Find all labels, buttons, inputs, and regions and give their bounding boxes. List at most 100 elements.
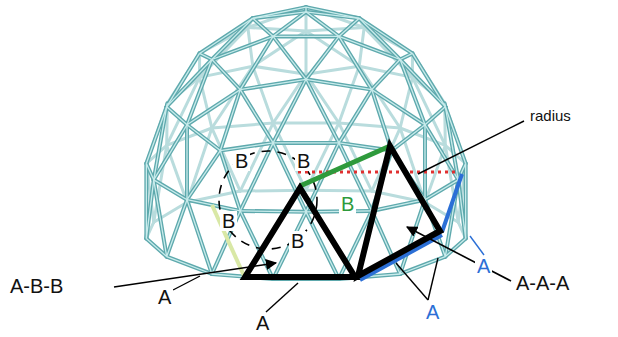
dome-strut — [240, 79, 306, 89]
dome-strut — [372, 200, 425, 211]
leader-line — [470, 236, 484, 255]
dome-strut-highlight — [444, 103, 446, 106]
dome-strut-highlight — [273, 36, 339, 37]
dome-strut-highlight — [186, 125, 187, 200]
dome-strut — [306, 7, 359, 18]
part-label: A — [156, 287, 173, 307]
dome-strut-highlight — [273, 79, 306, 143]
dome-strut-highlight — [146, 238, 166, 256]
dome-strut-highlight — [200, 18, 253, 53]
dome-strut-highlight — [372, 200, 425, 211]
dome-strut — [167, 257, 212, 274]
dome-strut — [458, 180, 465, 239]
dome-strut-highlight — [339, 18, 359, 36]
blue-strut — [360, 235, 442, 280]
part-label: A-A-A — [514, 273, 571, 293]
dome-strut-highlight — [273, 36, 306, 79]
dome-strut-highlight — [167, 200, 187, 257]
part-label: B — [339, 194, 356, 214]
dome-strut-highlight — [400, 59, 425, 124]
dome-strut — [339, 36, 372, 89]
dome-strut — [185, 125, 189, 200]
dome-overlay — [114, 121, 524, 312]
dome-strut — [306, 79, 339, 143]
dome-strut-highlight — [339, 36, 372, 89]
dome-struts — [146, 7, 465, 279]
dome-strut — [200, 18, 253, 53]
dome-strut — [212, 211, 240, 274]
dome-strut-highlight — [306, 79, 339, 143]
leader-line — [173, 276, 200, 290]
dome-strut-highlight — [253, 7, 306, 18]
dome-strut-highlight — [187, 200, 212, 274]
dome-strut-highlight — [167, 257, 212, 274]
dome-strut — [187, 200, 212, 274]
dome-strut-highlight — [306, 12, 339, 37]
dome-strut — [305, 7, 308, 31]
dome-strut-highlight — [240, 90, 273, 143]
dome-strut-highlight — [212, 18, 253, 59]
part-label: A — [254, 313, 271, 333]
part-label: A — [475, 256, 492, 276]
dome-strut — [146, 107, 166, 164]
dome-strut — [240, 209, 306, 214]
leader-arrow — [114, 263, 276, 287]
dome-strut-highlight — [392, 125, 425, 151]
dome-strut-highlight — [400, 200, 425, 274]
dome-strut — [167, 53, 200, 106]
dome-strut — [306, 27, 364, 31]
dome-strut — [200, 53, 212, 59]
dome-strut — [392, 125, 425, 151]
dome-strut-highlight — [146, 164, 153, 180]
part-label: B — [220, 211, 237, 231]
dome-strut-highlight — [465, 164, 466, 239]
dome-strut — [154, 180, 187, 200]
radius-line — [298, 171, 458, 174]
dome-strut — [400, 53, 412, 59]
dome-strut-highlight — [146, 180, 153, 239]
part-label: A — [424, 302, 441, 322]
dome-strut — [400, 257, 445, 274]
dome-strut — [359, 18, 412, 53]
dome-strut-highlight — [200, 53, 212, 59]
part-label: A-B-B — [8, 276, 65, 296]
dome-strut-highlight — [154, 180, 167, 257]
dome-strut — [240, 90, 273, 143]
leader-line — [428, 258, 438, 300]
dome-strut — [339, 90, 372, 143]
leader-arrow — [407, 227, 511, 281]
dome-strut-highlight — [372, 59, 400, 89]
dome-strut-highlight — [187, 59, 212, 124]
dome-strut-highlight — [400, 59, 445, 106]
dome-strut-highlight — [240, 210, 306, 212]
dome-strut-highlight — [240, 79, 306, 89]
dome-strut — [306, 79, 372, 89]
dome-strut-highlight — [458, 180, 465, 239]
dome-strut — [273, 141, 339, 145]
dome-strut-highlight — [306, 79, 372, 89]
dome-strut — [372, 59, 400, 89]
dome-strut-highlight — [187, 125, 220, 151]
dome-strut-highlight — [359, 18, 400, 59]
dome-strut-highlight — [273, 142, 339, 143]
dome-strut-highlight — [154, 107, 167, 180]
dome-strut — [253, 7, 306, 18]
part-label: B — [295, 151, 312, 171]
dome-strut-highlight — [220, 90, 240, 151]
dome-strut — [425, 107, 445, 125]
blue-strut — [442, 174, 462, 232]
part-label: B — [289, 231, 306, 251]
dome-strut — [339, 18, 359, 36]
dome-strut — [187, 151, 220, 200]
leader-line — [266, 283, 298, 312]
dome-strut — [220, 143, 273, 151]
dome-strut-highlight — [359, 18, 412, 53]
dome-strut — [167, 107, 187, 125]
dome-strut-highlight — [306, 36, 339, 79]
dome-strut-highlight — [146, 164, 147, 239]
dome-strut-highlight — [220, 143, 273, 151]
dome-strut-highlight — [167, 59, 212, 106]
green-strut — [300, 146, 390, 186]
dome-strut-highlight — [154, 180, 187, 200]
